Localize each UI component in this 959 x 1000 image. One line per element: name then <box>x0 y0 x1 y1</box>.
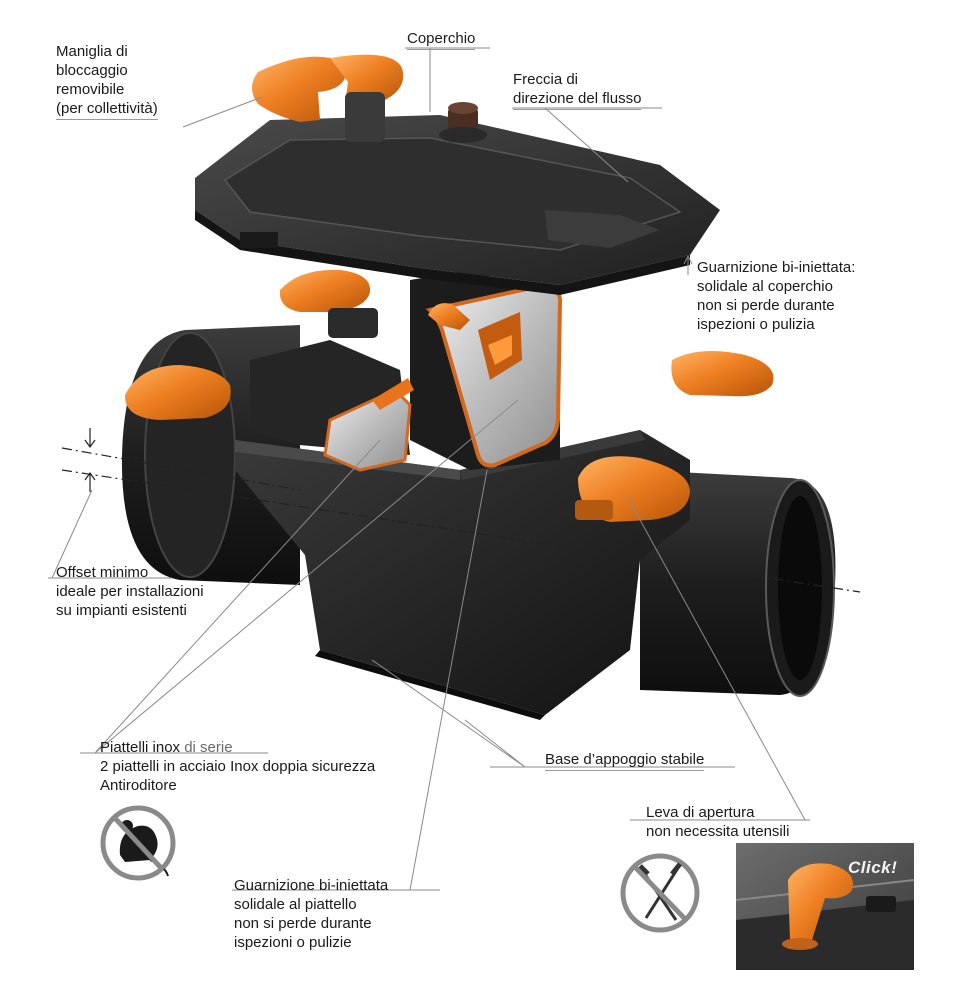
label-offset: Offset minimo ideale per installazioni s… <box>56 563 204 620</box>
click-caption: Click! <box>848 858 898 877</box>
lever-click-photo <box>735 843 915 970</box>
label-line: non si perde durante <box>697 297 835 314</box>
label-line: ideale per installazioni <box>56 583 204 600</box>
label-line: solidale al coperchio <box>697 278 833 295</box>
label-line: Guarnizione bi-iniettata <box>234 877 389 894</box>
lever-top-left <box>279 269 378 338</box>
label-line: bloccaggio <box>56 62 128 79</box>
label-line: Freccia di <box>513 71 579 88</box>
label-text: Piattelli inox <box>100 739 185 756</box>
label-text: di serie <box>184 739 233 756</box>
lever-right-top <box>671 351 774 397</box>
leader-lines <box>48 47 810 891</box>
label-line: ispezioni o pulizia <box>697 316 815 333</box>
lever-right-front <box>575 456 690 522</box>
lid <box>195 102 720 295</box>
label-line: Leva di apertura <box>646 804 755 821</box>
lever-left <box>124 365 231 420</box>
label-lid: Coperchio <box>407 29 476 50</box>
outlet-pipe <box>640 470 836 697</box>
label-line: Guarnizione bi-iniettata: <box>697 259 856 276</box>
no-tools-icon <box>620 853 700 933</box>
label-locking-handle: Maniglia di bloccaggio removibile (per c… <box>56 42 158 120</box>
label-steel-flaps: Piattelli inox di serie 2 piattelli in a… <box>100 738 375 795</box>
label-line: 2 piattelli in acciaio Inox doppia sicur… <box>100 758 376 775</box>
label-base: Base d’appoggio stabile <box>545 750 705 771</box>
label-flow-arrow: Freccia di direzione del flusso <box>513 70 642 110</box>
label-line: Maniglia di <box>56 43 128 60</box>
label-line: solidale al piattello <box>234 896 357 913</box>
steel-flap-secondary <box>323 378 414 472</box>
label-line: non necessita utensili <box>646 823 790 840</box>
label-lever: Leva di apertura non necessita utensili <box>646 803 789 841</box>
flap-handle <box>428 303 470 330</box>
label-line: su impianti esistenti <box>56 602 187 619</box>
no-rodent-icon <box>100 805 176 881</box>
lid-locking-handle <box>252 54 404 142</box>
label-line: Coperchio <box>407 29 476 50</box>
label-line: Offset minimo <box>56 564 149 581</box>
label-line: non si perde durante <box>234 915 372 932</box>
offset-centerlines <box>61 428 861 593</box>
label-flap-gasket: Guarnizione bi-iniettata solidale al pia… <box>234 876 388 952</box>
label-line: Base d’appoggio stabile <box>545 750 705 771</box>
label-line: Antiroditore <box>100 777 177 794</box>
label-lid-gasket: Guarnizione bi-iniettata: solidale al co… <box>697 258 855 334</box>
label-line: direzione del flusso <box>513 89 642 110</box>
label-line: (per collettività) <box>56 99 158 120</box>
label-line: removibile <box>56 81 125 98</box>
label-line: ispezioni o pulizie <box>234 934 352 951</box>
